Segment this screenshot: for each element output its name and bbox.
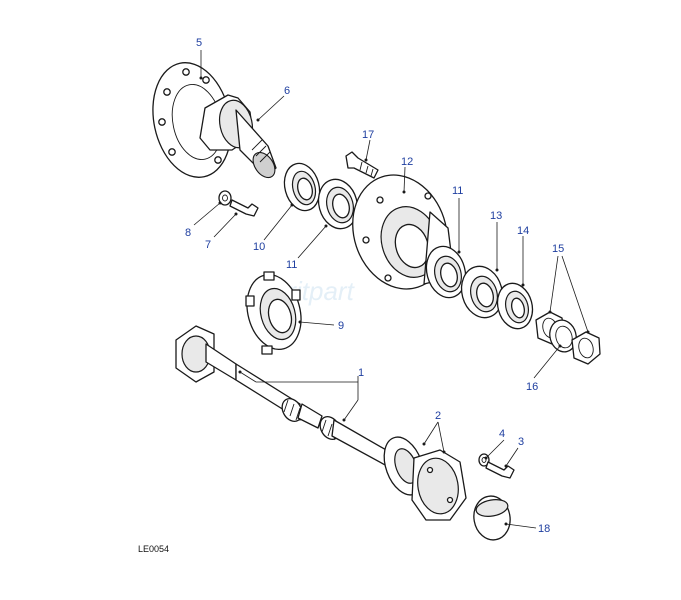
callout-6: 6 (284, 85, 290, 97)
callout-8: 8 (185, 227, 191, 239)
part-7-bolt (229, 199, 259, 217)
part-9-drive-member (245, 271, 302, 355)
part-1-axle-shaft (175, 325, 323, 429)
part-12-hub (352, 174, 453, 290)
callout-13: 13 (490, 210, 502, 222)
part-15-nut-outer (571, 331, 601, 365)
callout-16: 16 (526, 381, 538, 393)
callout-labels: 5 6 17 12 8 7 10 11 11 13 14 15 16 9 1 2… (185, 37, 564, 535)
figure-code: LE0054 (138, 544, 169, 554)
callout-11-upper: 11 (286, 259, 297, 271)
drive-flange-housing (411, 449, 467, 521)
part-11-bearing-upper (317, 178, 359, 230)
part-18-hub-cap (473, 495, 511, 541)
callout-7: 7 (205, 239, 211, 251)
part-14-oil-seal (496, 282, 534, 330)
leader-lines (193, 50, 590, 529)
part-8-lock-washer (218, 190, 232, 206)
part-16-lock-washer (549, 319, 577, 353)
part-17-wheel-stud (345, 151, 379, 179)
callout-15: 15 (552, 243, 564, 255)
callout-1: 1 (358, 367, 364, 379)
part-13-bearing (460, 265, 504, 319)
callout-17: 17 (362, 129, 374, 141)
callout-18: 18 (538, 523, 550, 535)
callout-2: 2 (435, 410, 441, 422)
callout-5: 5 (196, 37, 202, 49)
callout-3: 3 (518, 436, 524, 448)
callout-14: 14 (517, 225, 529, 237)
callout-9: 9 (338, 320, 344, 332)
callout-12: 12 (401, 156, 413, 168)
part-3-bolt (485, 461, 515, 479)
part-11-bearing-lower (425, 245, 467, 299)
callout-11-lower: 11 (452, 185, 463, 197)
callout-10: 10 (253, 241, 265, 253)
part-6-stub-axle (199, 94, 277, 179)
part-10-oil-seal (283, 162, 321, 212)
callout-4: 4 (499, 428, 505, 440)
